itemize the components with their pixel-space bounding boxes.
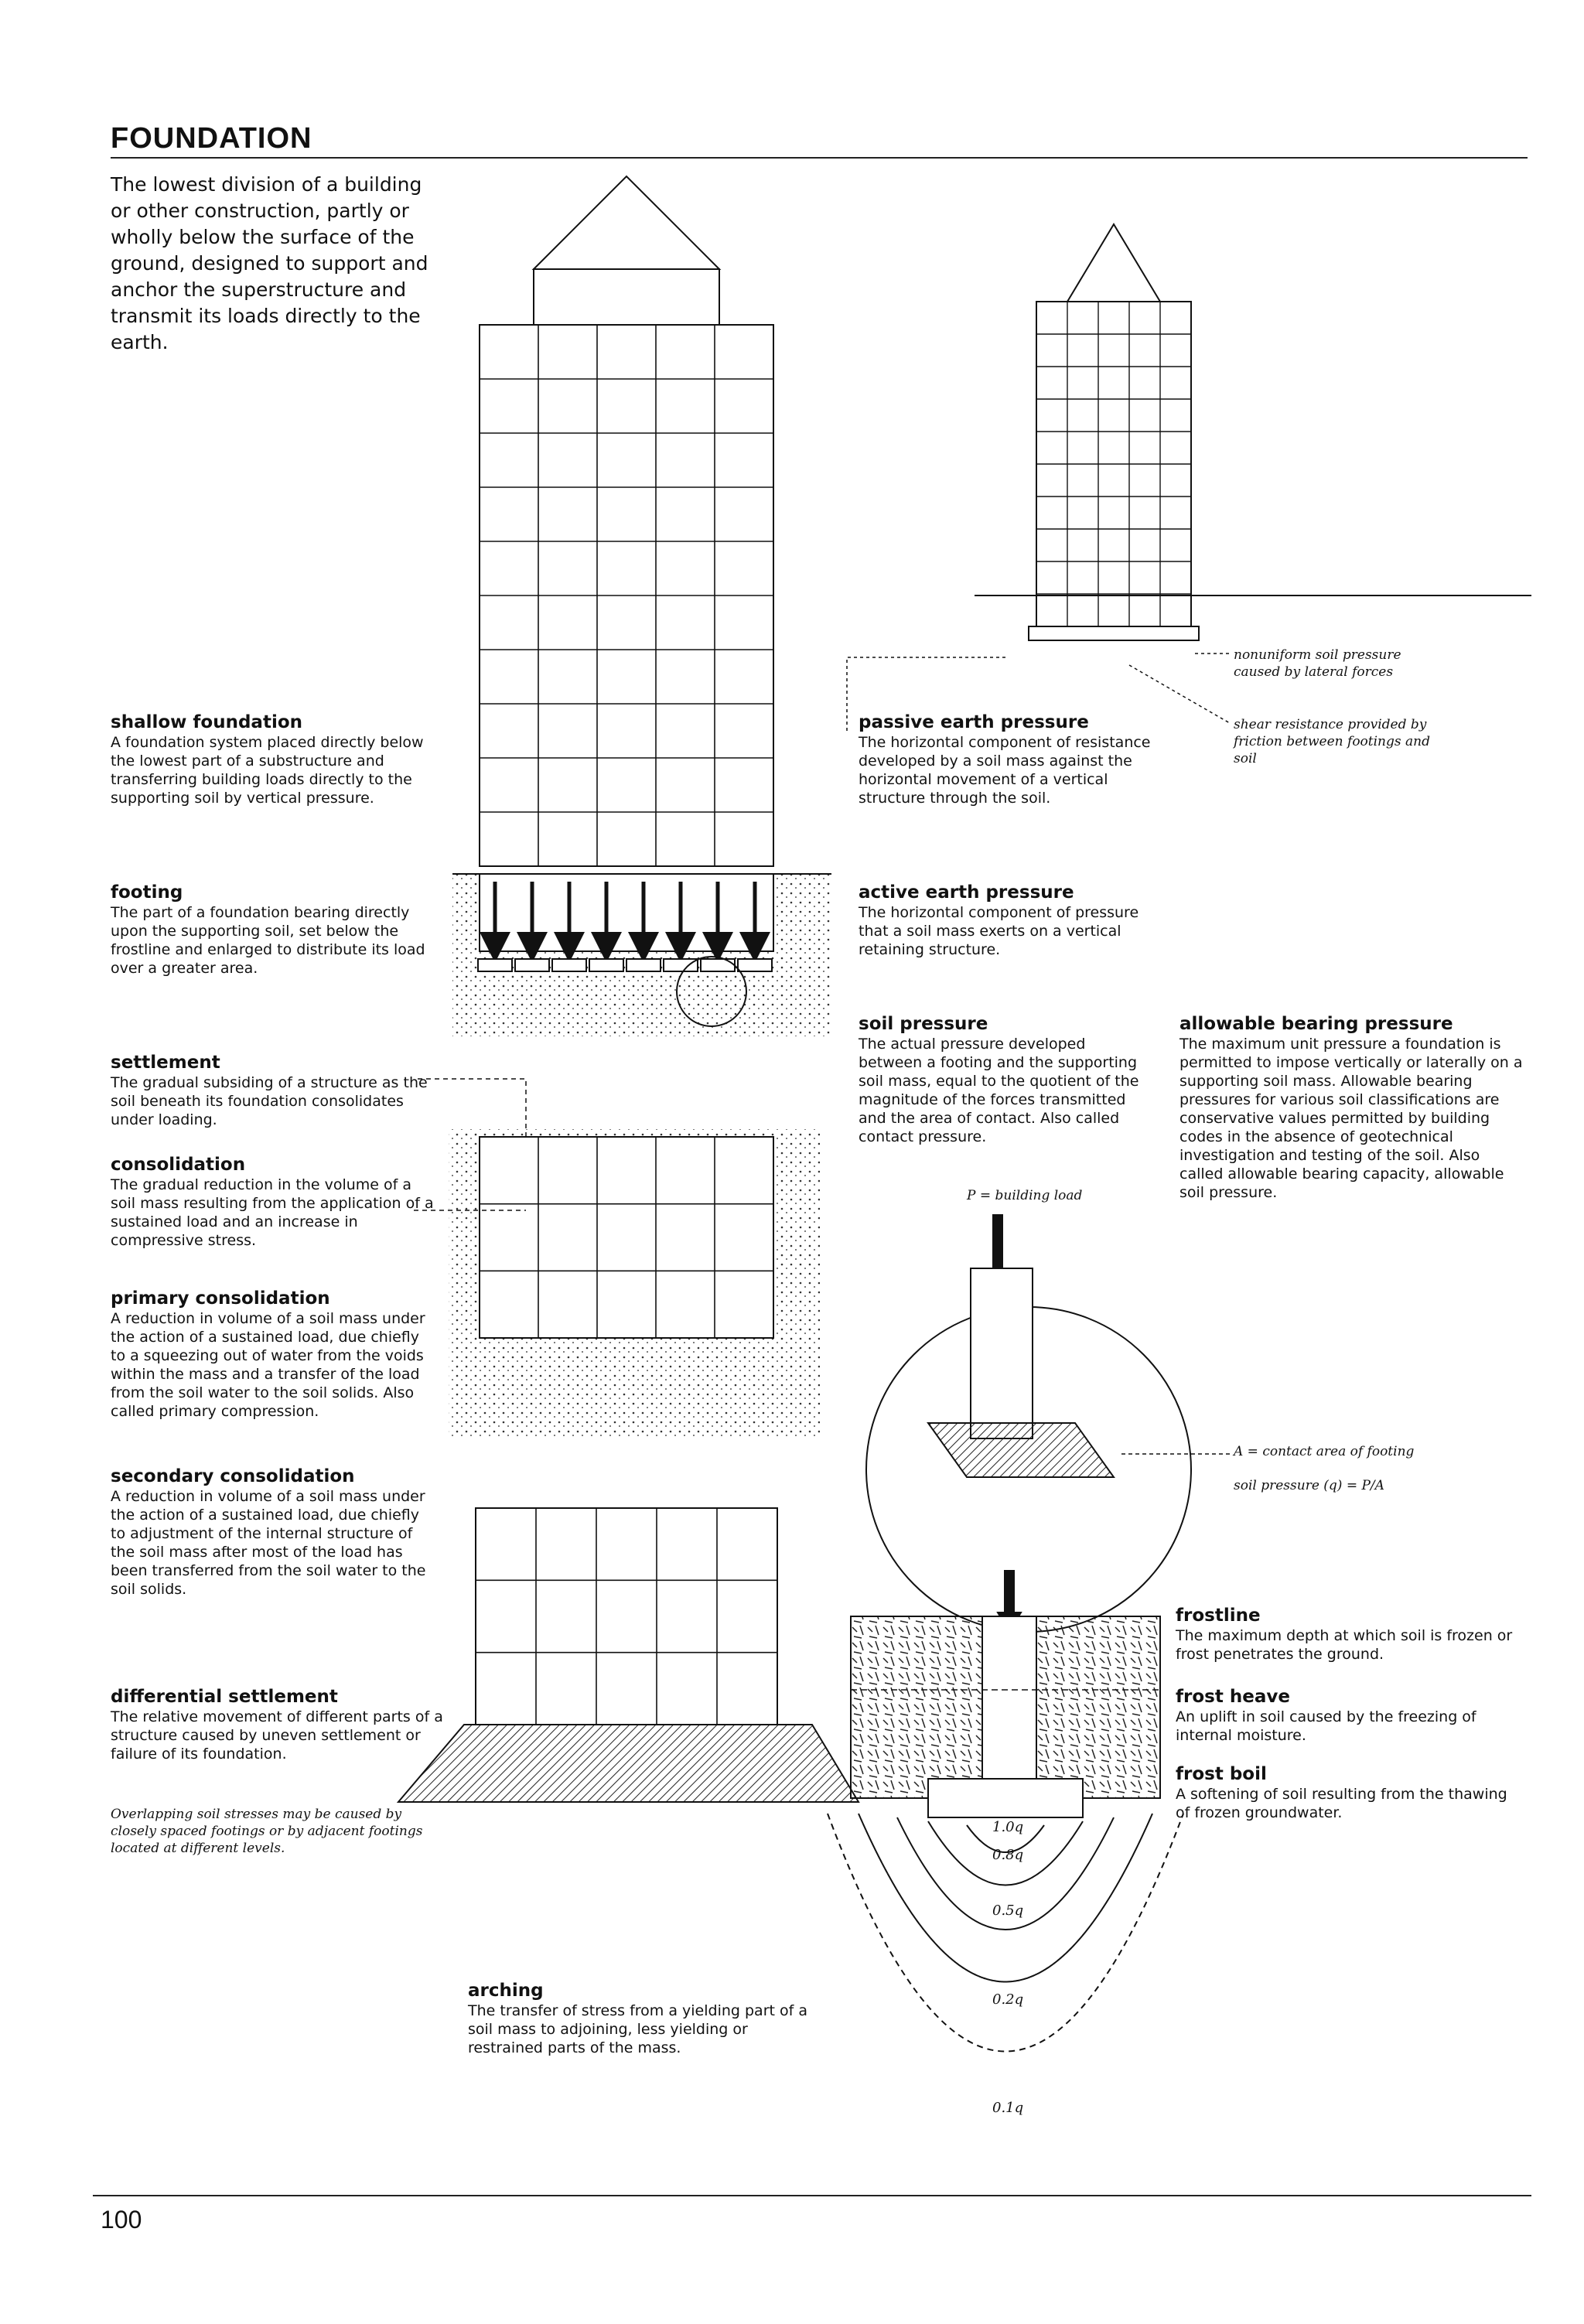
term-label: frostline <box>1176 1606 1261 1626</box>
entry-shallow-foundation: shallow foundation A foundation system p… <box>111 712 435 807</box>
term-label: active earth pressure <box>859 882 1074 903</box>
label-contact-area: A = contact area of footing <box>1234 1444 1415 1459</box>
entry-differential-settlement: differential settlement The relative mov… <box>111 1686 443 1763</box>
entry-consolidation: consolidation The gradual reduction in t… <box>111 1154 435 1250</box>
term-label: settlement <box>111 1053 220 1073</box>
footing-pad <box>514 958 550 972</box>
soil-pressure-diagram <box>865 1214 1230 1633</box>
term-label: shallow foundation <box>111 712 303 732</box>
definition-text: The gradual reduction in the volume of a… <box>111 1176 434 1249</box>
definition-text: An uplift in soil caused by the freezing… <box>1176 1708 1476 1744</box>
note-overlapping: Overlapping soil stresses may be caused … <box>111 1807 423 1856</box>
entry-passive-earth-pressure: passive earth pressure The horizontal co… <box>859 712 1152 807</box>
bulb-label: 0.2q <box>992 1991 1024 2008</box>
definition-text: The horizontal component of pressure tha… <box>859 904 1139 958</box>
definition-text: The transfer of stress from a yielding p… <box>468 2002 807 2056</box>
term-label: secondary consolidation <box>111 1466 355 1486</box>
term-label: soil pressure <box>859 1014 988 1034</box>
title-rule <box>111 157 1528 159</box>
footing-pad <box>737 958 773 972</box>
footing-pad <box>477 958 513 972</box>
settlement-building <box>414 1078 820 1438</box>
definition-text: The part of a foundation bearing directl… <box>111 904 425 977</box>
term-label: passive earth pressure <box>859 712 1089 732</box>
page-title: FOUNDATION <box>111 122 312 155</box>
footing-pad <box>626 958 661 972</box>
label-soil-pressure-equation: soil pressure (q) = P/A <box>1234 1478 1384 1493</box>
footing-pad <box>589 958 624 972</box>
definition-text: The horizontal component of resistance d… <box>859 734 1151 807</box>
footing-section <box>452 873 831 1036</box>
definition-text: A foundation system placed directly belo… <box>111 734 424 807</box>
term-label: primary consolidation <box>111 1288 330 1309</box>
term-label: differential settlement <box>111 1687 338 1707</box>
bulb-label: 0.1q <box>992 2100 1024 2116</box>
entry-frost-heave: frost heave An uplift in soil caused by … <box>1176 1686 1524 1745</box>
entry-footing: footing The part of a foundation bearing… <box>111 882 435 978</box>
bulb-label: 0.8q <box>992 1847 1024 1863</box>
entry-settlement: settlement The gradual subsiding of a st… <box>111 1052 435 1129</box>
entry-arching: arching The transfer of stress from a yi… <box>468 1980 816 2057</box>
differential-building <box>396 1507 860 1803</box>
term-label: frost heave <box>1176 1687 1290 1707</box>
note-nonuniform: nonuniform soil pressure caused by later… <box>1234 647 1401 680</box>
definition-text: The maximum unit pressure a foundation i… <box>1179 1036 1523 1201</box>
intro-text: The lowest division of a building or oth… <box>111 173 428 353</box>
definition-text: A softening of soil resulting from the t… <box>1176 1786 1507 1821</box>
page-number: 100 <box>101 2206 142 2234</box>
label-building-load: P = building load <box>967 1188 1083 1203</box>
definition-text: The relative movement of different parts… <box>111 1708 443 1763</box>
entry-active-earth-pressure: active earth pressure The horizontal com… <box>859 882 1152 959</box>
entry-allowable-bearing-pressure: allowable bearing pressure The maximum u… <box>1179 1013 1528 1202</box>
note-shear: shear resistance provided by friction be… <box>1234 717 1430 766</box>
footer-rule <box>93 2195 1531 2196</box>
lateral-building <box>975 223 1531 641</box>
entry-frostline: frostline The maximum depth at which soi… <box>1176 1605 1524 1664</box>
bulb-label: 0.5q <box>992 1903 1024 1919</box>
term-label: consolidation <box>111 1155 246 1175</box>
definition-text: The actual pressure developed between a … <box>859 1036 1139 1145</box>
term-label: arching <box>468 1981 544 2001</box>
term-label: allowable bearing pressure <box>1179 1014 1453 1034</box>
definition-text: A reduction in volume of a soil mass und… <box>111 1488 426 1598</box>
entry-soil-pressure: soil pressure The actual pressure develo… <box>859 1013 1152 1146</box>
footing-pad <box>551 958 587 972</box>
footing-pad <box>663 958 698 972</box>
entry-secondary-consolidation: secondary consolidation A reduction in v… <box>111 1466 435 1599</box>
definition-text: The maximum depth at which soil is froze… <box>1176 1627 1513 1663</box>
term-label: frost boil <box>1176 1764 1267 1784</box>
frost-diagram <box>827 1570 1184 2053</box>
bulb-label: 1.0q <box>992 1819 1024 1835</box>
definition-text: The gradual subsiding of a structure as … <box>111 1074 428 1128</box>
entry-frost-boil: frost boil A softening of soil resulting… <box>1176 1763 1524 1822</box>
entry-primary-consolidation: primary consolidation A reduction in vol… <box>111 1288 435 1421</box>
term-label: footing <box>111 882 183 903</box>
definition-text: A reduction in volume of a soil mass und… <box>111 1310 425 1420</box>
tall-building <box>479 175 774 867</box>
